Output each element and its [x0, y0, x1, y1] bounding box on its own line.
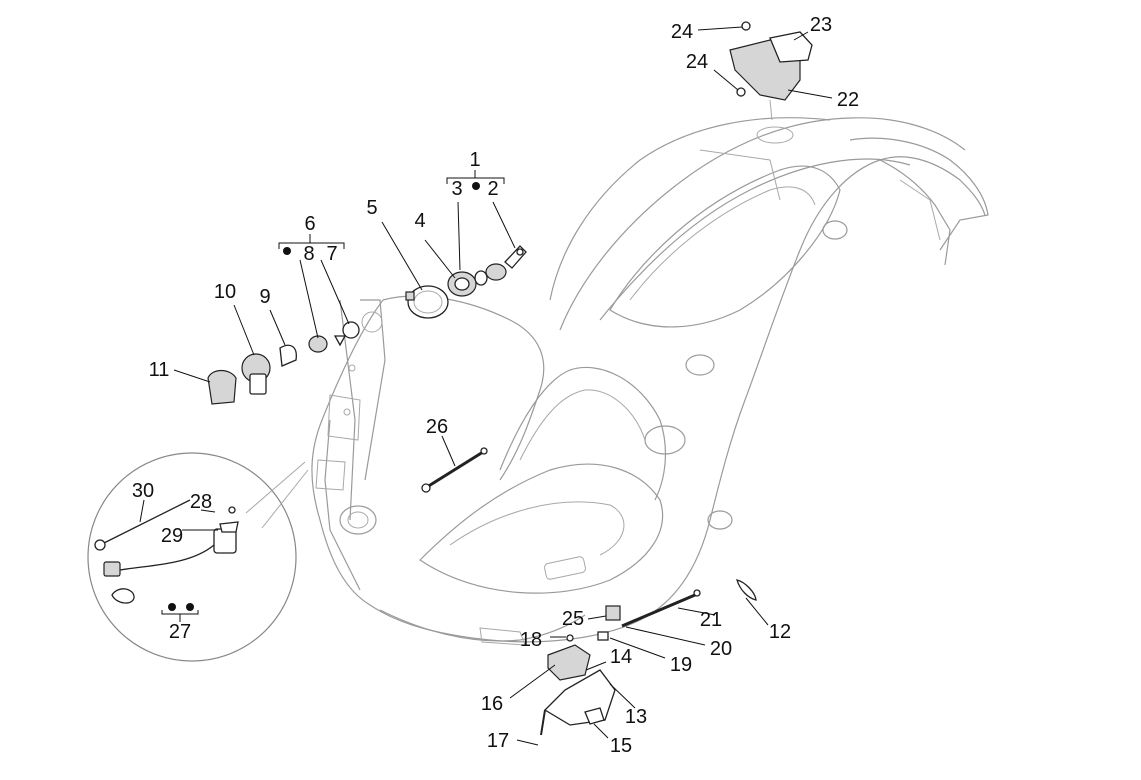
- part-lower-brackets: [540, 579, 757, 736]
- group-brackets: [161, 170, 505, 622]
- callout-25: 25: [561, 608, 585, 630]
- callout-21: 21: [699, 609, 723, 631]
- callout-26: 26: [425, 416, 449, 438]
- callout-12: 12: [768, 621, 792, 643]
- leader-lines: [139, 26, 833, 746]
- callout-29: 29: [160, 525, 184, 547]
- callout-8: 8: [303, 243, 315, 265]
- callout-28: 28: [189, 491, 213, 513]
- callout-10: 10: [213, 281, 237, 303]
- callout-7: 7: [326, 243, 338, 265]
- callout-13: 13: [624, 706, 648, 728]
- callout-24-lower: 24: [685, 51, 709, 73]
- callout-17: 17: [486, 730, 510, 752]
- callout-30: 30: [131, 480, 155, 502]
- callout-1: 1: [469, 149, 481, 171]
- callout-2: 2: [487, 178, 499, 200]
- assembly-marker-dot: [283, 247, 291, 255]
- callout-4: 4: [414, 210, 426, 232]
- callout-16: 16: [480, 693, 504, 715]
- callout-19: 19: [669, 654, 693, 676]
- callout-9: 9: [259, 286, 271, 308]
- scooter-frame: [311, 117, 989, 646]
- callout-3: 3: [451, 178, 463, 200]
- callout-22: 22: [836, 89, 860, 111]
- callout-20: 20: [709, 638, 733, 660]
- callout-11: 11: [148, 359, 170, 381]
- callout-14: 14: [609, 646, 633, 668]
- assembly-marker-dot: [168, 603, 176, 611]
- part-ignition-lock: [405, 245, 527, 319]
- part-rod-26: [421, 447, 488, 493]
- callout-18: 18: [519, 629, 543, 651]
- part-switch-assembly: [207, 321, 360, 405]
- assembly-marker-dot: [186, 603, 194, 611]
- part-rear-bracket: [729, 21, 813, 121]
- callout-27: 27: [168, 621, 192, 643]
- assembly-marker-dot: [472, 182, 480, 190]
- callout-23: 23: [809, 14, 833, 36]
- callout-24-top: 24: [670, 21, 694, 43]
- callout-15: 15: [609, 735, 633, 757]
- callout-6: 6: [304, 213, 316, 235]
- callout-5: 5: [366, 197, 378, 219]
- detail-inset: [87, 452, 309, 662]
